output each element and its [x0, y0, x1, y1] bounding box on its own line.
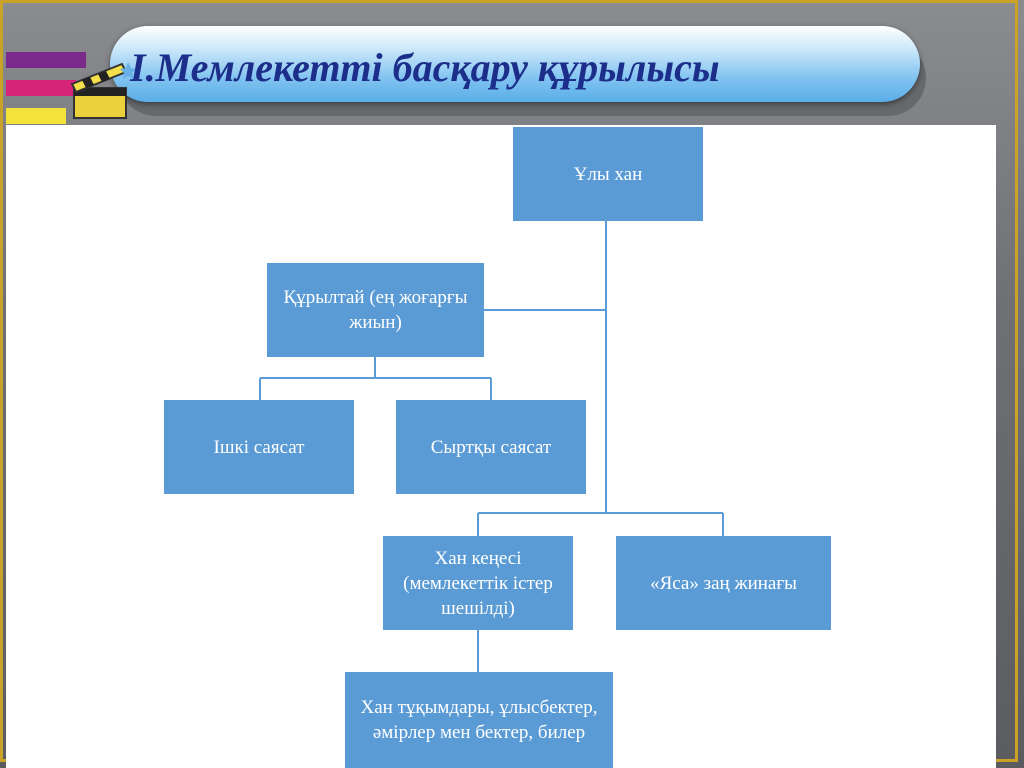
- clapperboard-icon: [70, 62, 137, 119]
- node-ishki-sayasat: Ішкі саясат: [164, 400, 354, 494]
- node-yasa: «Яса» заң жинағы: [616, 536, 831, 630]
- node-syrtky-sayasat: Сыртқы саясат: [396, 400, 586, 494]
- node-khan-kenesi: Хан кеңесі (мемлекеттік істер шешілді): [383, 536, 573, 630]
- title-bar: [110, 26, 920, 102]
- slide-title: І.Мемлекетті басқару құрылысы: [130, 45, 720, 90]
- decor-stripe-magenta: [6, 80, 76, 96]
- node-uly-khan: Ұлы хан: [513, 127, 703, 221]
- node-kurultai: Құрылтай (ең жоғарғы жиын): [267, 263, 484, 357]
- decor-stripe-yellow: [6, 108, 66, 124]
- node-khan-tukymdary: Хан тұқымдары, ұлысбектер, әмірлер мен б…: [345, 672, 613, 768]
- diagram-links: [259, 221, 724, 672]
- diagram-canvas: Ұлы хан Құрылтай (ең жоғарғы жиын) Ішкі …: [6, 125, 996, 768]
- decor-stripe-purple: [6, 52, 86, 68]
